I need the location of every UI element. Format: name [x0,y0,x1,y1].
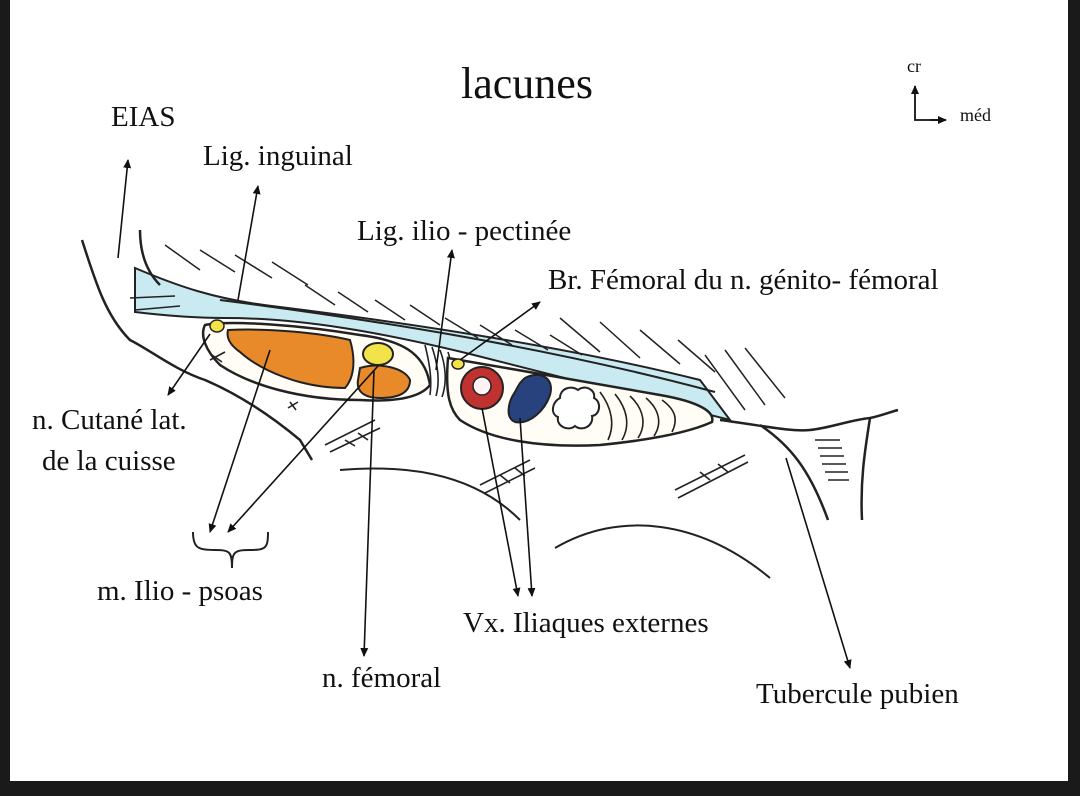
ilio-psoas-brace [192,531,269,569]
label-eias: EIAS [111,101,176,133]
lymph-node [552,386,600,430]
iliac-bone-outline [80,239,314,461]
medial-label: méd [960,105,991,125]
pubic-tubercle-outline [860,417,872,521]
artery-lumen [472,376,492,396]
ilio-psoas-psoas [356,364,412,400]
ilio-psoas-iliacus [226,328,355,390]
ligament-upper-edge [219,299,716,393]
diagram-title: lacunes [461,59,593,108]
cranial-label: cr [907,56,921,76]
label-n-cutane: n. Cutané lat. de la cuisse [32,406,187,476]
cut-marks [209,351,749,499]
external-iliac-vein [507,373,552,424]
label-lig-ilio-pectinee: Lig. ilio - pectinée [357,215,572,247]
label-tubercule-pubien: Tubercule pubien [756,678,959,710]
label-n-cutane-line1: n. Cutané lat. [32,404,187,436]
eias-spine [138,229,161,286]
pubic-outline [719,408,899,432]
label-m-ilio-psoas: m. Ilio - psoas [97,575,263,607]
orientation-indicator [911,85,947,124]
femoral-nerve [362,342,394,366]
lower-curve-left [339,467,521,521]
pubic-inner-curve [759,423,830,521]
label-vx-iliaques: Vx. Iliaques externes [463,607,709,639]
lateral-cutaneous-nerve [209,319,225,333]
label-n-cutane-line2: de la cuisse [42,445,176,477]
lacunar-ligament [599,391,676,441]
label-n-femoral: n. fémoral [322,662,442,694]
lower-curve-right [554,524,771,579]
pectineal-line-hatching [815,439,849,481]
genitofemoral-femoral-branch [451,358,465,370]
label-lig-inguinal: Lig. inguinal [203,140,353,172]
ilio-pectineal-ligament [424,344,453,398]
leader-lines [117,159,852,669]
abdominal-wall-hatching [129,244,786,411]
label-br-femoral: Br. Fémoral du n. génito- fémoral [548,264,939,296]
